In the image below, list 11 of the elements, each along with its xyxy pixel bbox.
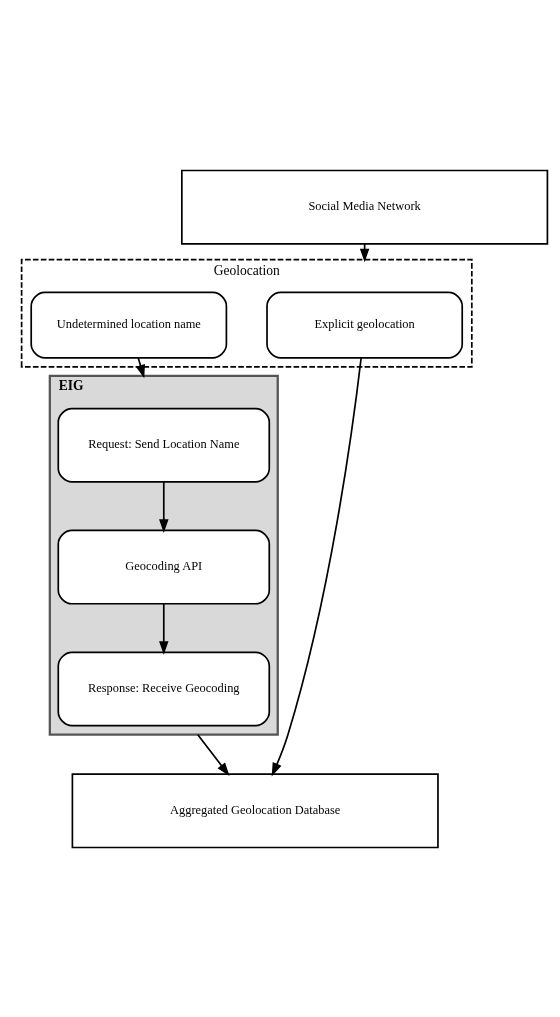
arrow [159,602,169,655]
arrow [271,356,362,776]
node-box: Geocoding API [57,529,271,605]
node-box: Aggregated Geolocation Database [71,772,439,848]
node-box: Undetermined location name [30,291,228,359]
arrow [159,480,169,533]
node-box: Request: Send Location Name [57,407,271,483]
arrow [197,733,230,776]
node-box: Social Media Network [181,169,549,245]
node-box: Explicit geolocation [266,291,464,359]
node-box: Response: Receive Geocoding [57,650,271,726]
